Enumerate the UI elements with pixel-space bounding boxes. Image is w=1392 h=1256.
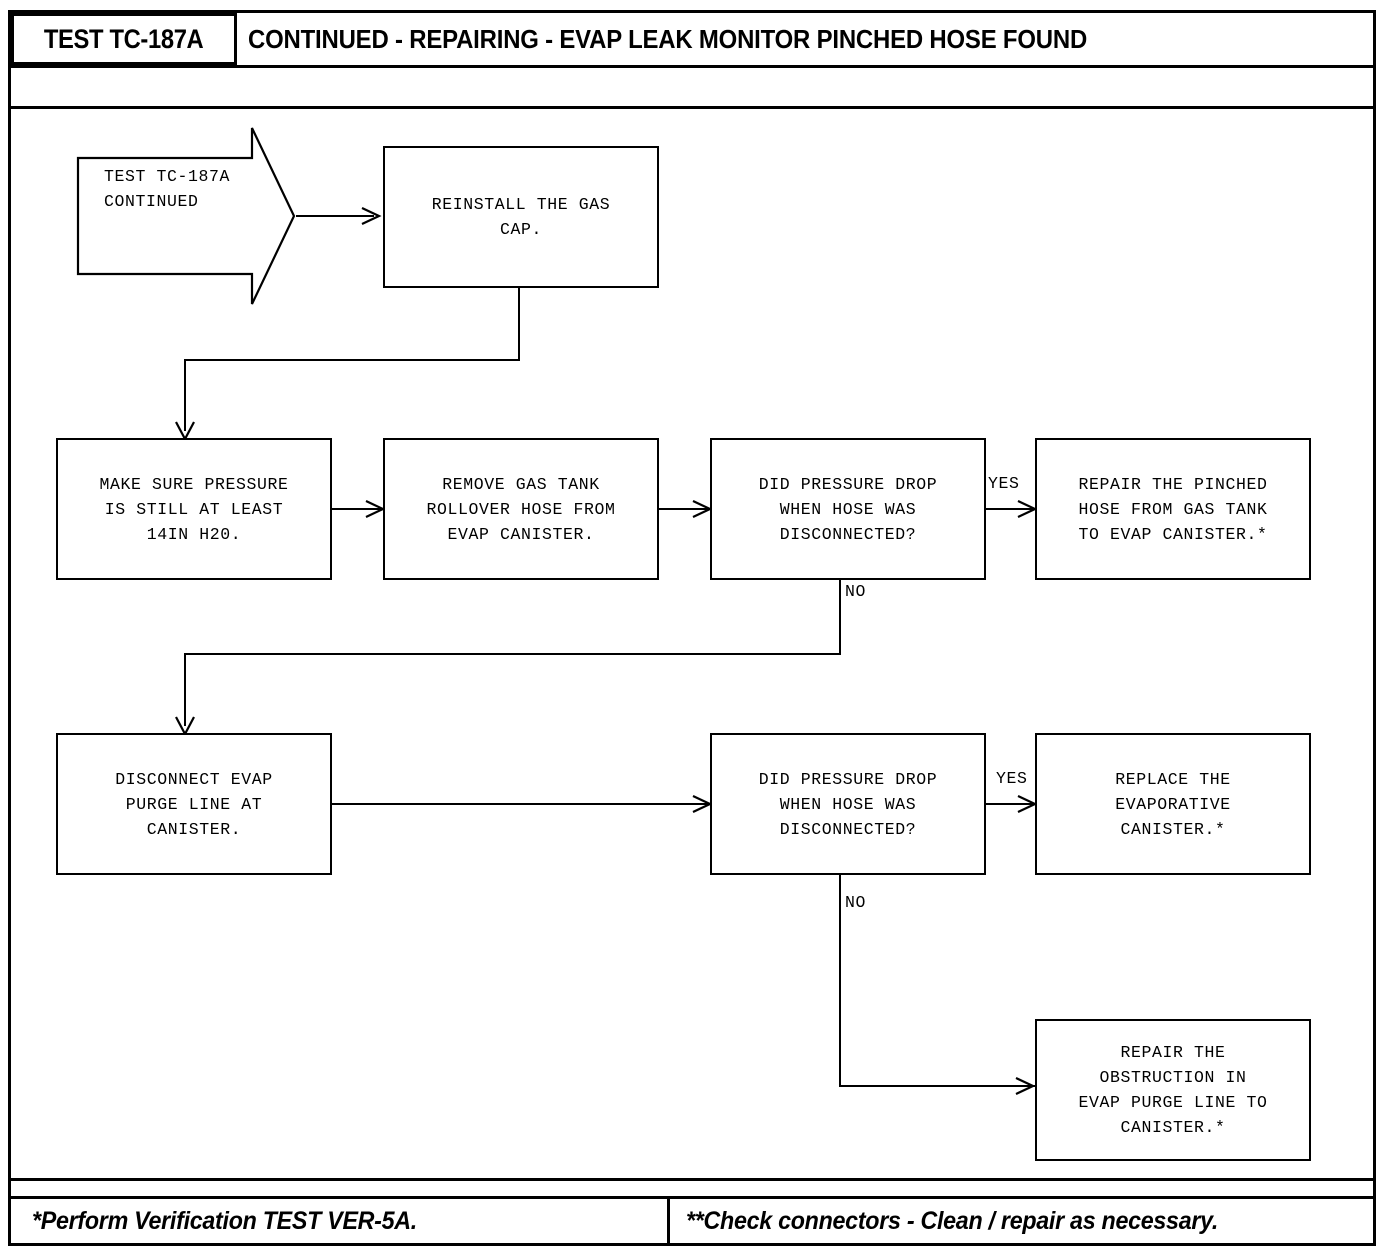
edge-remove-hose-to-decision-one — [659, 508, 711, 510]
start-arrow-shape: TEST TC-187A CONTINUED — [76, 126, 296, 306]
node-replace-canister: REPLACE THE EVAPORATIVE CANISTER.* — [1035, 733, 1311, 875]
node-reinstall-gas-cap-text: REINSTALL THE GAS CAP. — [431, 195, 611, 239]
node-repair-obstruction: REPAIR THE OBSTRUCTION IN EVAP PURGE LIN… — [1035, 1019, 1311, 1161]
edge-decision-one-no-down-to-disconnect — [184, 653, 186, 726]
node-disconnect-purge-line-text: DISCONNECT EVAP PURGE LINE AT CANISTER. — [115, 769, 273, 839]
node-replace-canister-text: REPLACE THE EVAPORATIVE CANISTER.* — [1115, 769, 1231, 839]
edge-reinstall-down — [518, 288, 520, 361]
edge-decision-one-yes — [986, 508, 1038, 510]
footer-left-note-label: *Perform Verification TEST VER-5A. — [32, 1207, 418, 1235]
edge-label-no-two: NO — [845, 893, 867, 912]
footer-band — [11, 1196, 1373, 1245]
node-repair-obstruction-text: REPAIR THE OBSTRUCTION IN EVAP PURGE LIN… — [1078, 1043, 1268, 1137]
node-make-sure-pressure-text: MAKE SURE PRESSURE IS STILL AT LEAST 14I… — [99, 474, 289, 544]
edge-pressure-to-remove-hose — [332, 508, 384, 510]
edge-reinstall-left — [184, 359, 520, 361]
node-repair-pinched-hose-text: REPAIR THE PINCHED HOSE FROM GAS TANK TO… — [1078, 474, 1268, 544]
node-remove-rollover-hose: REMOVE GAS TANK ROLLOVER HOSE FROM EVAP … — [383, 438, 659, 580]
edge-start-to-reinstall — [296, 215, 374, 217]
edge-decision-one-no-left — [184, 653, 841, 655]
header-divider-rule — [8, 106, 1376, 109]
node-reinstall-gas-cap: REINSTALL THE GAS CAP. — [383, 146, 659, 288]
footer-left-note: *Perform Verification TEST VER-5A. — [14, 1199, 664, 1244]
node-decision-pressure-drop-one: DID PRESSURE DROP WHEN HOSE WAS DISCONNE… — [710, 438, 986, 580]
header-band — [8, 10, 1376, 68]
edge-label-no-one: NO — [845, 582, 867, 601]
node-decision-pressure-drop-two-text: DID PRESSURE DROP WHEN HOSE WAS DISCONNE… — [758, 769, 938, 839]
edge-decision-two-no-right — [839, 1085, 1037, 1087]
footer-divider-rule — [8, 1178, 1376, 1181]
header-test-tag: TEST TC-187A — [11, 13, 237, 65]
edge-decision-two-yes — [986, 803, 1038, 805]
footer-right-note: **Check connectors - Clean / repair as n… — [667, 1199, 1373, 1244]
header-test-tag-label: TEST TC-187A — [44, 23, 204, 54]
edge-label-yes-two: YES — [996, 769, 1028, 788]
arrowhead-start-to-reinstall — [361, 207, 382, 225]
node-make-sure-pressure: MAKE SURE PRESSURE IS STILL AT LEAST 14I… — [56, 438, 332, 580]
edge-label-yes-one: YES — [988, 474, 1020, 493]
arrowhead-into-repair-obstruction — [1015, 1077, 1036, 1095]
node-decision-pressure-drop-two: DID PRESSURE DROP WHEN HOSE WAS DISCONNE… — [710, 733, 986, 875]
node-remove-rollover-hose-text: REMOVE GAS TANK ROLLOVER HOSE FROM EVAP … — [426, 474, 616, 544]
node-decision-pressure-drop-one-text: DID PRESSURE DROP WHEN HOSE WAS DISCONNE… — [758, 474, 938, 544]
node-repair-pinched-hose: REPAIR THE PINCHED HOSE FROM GAS TANK TO… — [1035, 438, 1311, 580]
edge-disconnect-to-decision-two — [332, 803, 711, 805]
edge-reinstall-down-to-pressure — [184, 359, 186, 431]
start-arrow-label: TEST TC-187A CONTINUED — [104, 167, 231, 211]
edge-decision-one-no-down — [839, 580, 841, 655]
footer-right-note-label: **Check connectors - Clean / repair as n… — [686, 1207, 1219, 1235]
page-border — [8, 10, 1376, 1246]
edge-decision-two-no-down — [839, 875, 841, 1087]
node-disconnect-purge-line: DISCONNECT EVAP PURGE LINE AT CANISTER. — [56, 733, 332, 875]
header-title-label: CONTINUED - REPAIRING - EVAP LEAK MONITO… — [248, 23, 1088, 54]
header-title: CONTINUED - REPAIRING - EVAP LEAK MONITO… — [248, 13, 1160, 65]
